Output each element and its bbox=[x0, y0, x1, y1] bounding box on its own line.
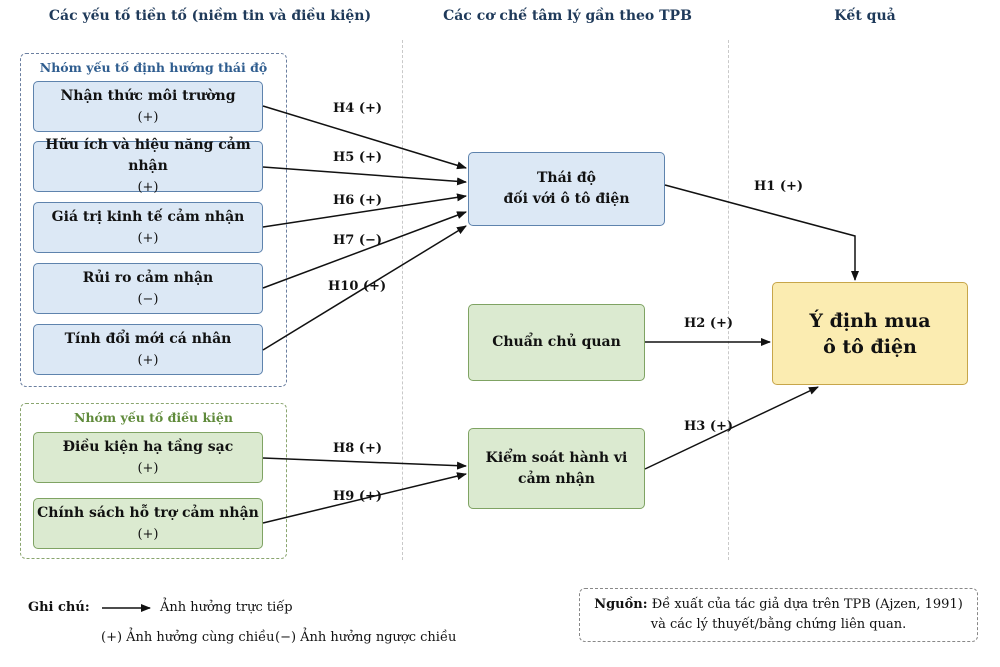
factor-sign: (+) bbox=[137, 230, 159, 246]
mechanism-perceived-behavioral-control: Kiểm soát hành vi cảm nhận bbox=[468, 428, 645, 509]
group-condition-factors: Nhóm yếu tố điều kiện bbox=[20, 403, 287, 559]
factor-perceived-policy-support: Chính sách hỗ trợ cảm nhận (+) bbox=[33, 498, 263, 549]
mechanism-label: Chuẩn chủ quan bbox=[492, 334, 621, 350]
column-separator bbox=[402, 40, 403, 560]
arrow-h10 bbox=[262, 225, 467, 351]
factor-sign: (+) bbox=[137, 526, 159, 542]
legend-title: Ghi chú: bbox=[28, 600, 90, 615]
factor-environment-awareness: Nhận thức môi trường (+) bbox=[33, 81, 263, 132]
source-label: Nguồn: bbox=[594, 597, 648, 612]
factor-label: Tính đổi mới cá nhân bbox=[64, 330, 232, 347]
arrow-h5 bbox=[262, 166, 467, 186]
arrow-h9 bbox=[262, 472, 467, 524]
factor-label: Hữu ích và hiệu năng cảm nhận bbox=[45, 137, 251, 174]
arrow-h3 bbox=[644, 386, 819, 470]
arrow-h6 bbox=[262, 193, 467, 228]
factor-perceived-usefulness: Hữu ích và hiệu năng cảm nhận (+) bbox=[33, 137, 263, 195]
mechanism-label-line2: đối với ô tô điện bbox=[503, 191, 630, 207]
factor-personal-innovativeness: Tính đổi mới cá nhân (+) bbox=[33, 324, 263, 375]
factor-sign: (−) bbox=[137, 291, 159, 307]
factor-charging-infrastructure: Điều kiện hạ tầng sạc (+) bbox=[33, 432, 263, 483]
hypothesis-label-h10: H10 (+) bbox=[328, 279, 387, 294]
outcome-purchase-intention: Ý định mua ô tô điện bbox=[772, 282, 968, 385]
factor-sign: (+) bbox=[137, 352, 159, 368]
factor-label: Rủi ro cảm nhận bbox=[82, 269, 214, 286]
group-title-attitude: Nhóm yếu tố định hướng thái độ bbox=[39, 60, 268, 75]
legend-positive-effect: (+) Ảnh hưởng cùng chiều bbox=[101, 630, 275, 645]
source-line1: Nguồn: Đề xuất của tác giả dựa trên TPB … bbox=[580, 595, 977, 615]
legend-negative-effect: (−) Ảnh hưởng ngược chiều bbox=[275, 630, 457, 645]
arrow-h7 bbox=[262, 211, 467, 289]
factor-perceived-risk: Rủi ro cảm nhận (−) bbox=[33, 263, 263, 314]
column-header-outcome: Kết quả bbox=[834, 8, 896, 24]
hypothesis-label-h8: H8 (+) bbox=[333, 441, 383, 456]
source-note: Nguồn: Đề xuất của tác giả dựa trên TPB … bbox=[579, 588, 978, 642]
hypothesis-label-h2: H2 (+) bbox=[684, 316, 734, 331]
factor-label: Nhận thức môi trường bbox=[60, 87, 236, 104]
hypothesis-label-h7: H7 (−) bbox=[333, 233, 383, 248]
factor-perceived-economic-value: Giá trị kinh tế cảm nhận (+) bbox=[33, 202, 263, 253]
arrow-h1 bbox=[664, 184, 859, 281]
outcome-label-line2: ô tô điện bbox=[823, 335, 917, 358]
factor-sign: (+) bbox=[137, 109, 159, 125]
factor-sign: (+) bbox=[137, 460, 159, 476]
mechanism-label-line1: Kiểm soát hành vi bbox=[485, 449, 628, 466]
source-text-line1: Đề xuất của tác giả dựa trên TPB (Ajzen,… bbox=[651, 597, 963, 612]
arrow-h8 bbox=[262, 457, 467, 470]
outcome-label-line1: Ý định mua bbox=[809, 309, 931, 332]
hypothesis-label-h1: H1 (+) bbox=[754, 179, 804, 194]
group-title-conditions: Nhóm yếu tố điều kiện bbox=[74, 410, 233, 425]
column-header-mechanisms: Các cơ chế tâm lý gần theo TPB bbox=[443, 8, 692, 24]
hypothesis-label-h9: H9 (+) bbox=[333, 489, 383, 504]
arrow-h4 bbox=[262, 105, 467, 170]
column-separator bbox=[728, 40, 729, 560]
source-text-line2: và các lý thuyết/bằng chứng liên quan. bbox=[650, 617, 907, 632]
hypothesis-label-h3: H3 (+) bbox=[684, 419, 734, 434]
group-attitude-factors: Nhóm yếu tố định hướng thái độ bbox=[20, 53, 287, 387]
hypothesis-label-h5: H5 (+) bbox=[333, 150, 383, 165]
hypothesis-label-h4: H4 (+) bbox=[333, 101, 383, 116]
factor-label: Điều kiện hạ tầng sạc bbox=[62, 438, 234, 455]
factor-sign: (+) bbox=[137, 180, 159, 195]
mechanism-label-line1: Thái độ bbox=[537, 170, 596, 186]
mechanism-subjective-norm: Chuẩn chủ quan bbox=[468, 304, 645, 381]
factor-label: Chính sách hỗ trợ cảm nhận bbox=[37, 504, 259, 521]
column-header-antecedents: Các yếu tố tiền tố (niềm tin và điều kiệ… bbox=[48, 8, 372, 24]
hypothesis-label-h6: H6 (+) bbox=[333, 193, 383, 208]
factor-label: Giá trị kinh tế cảm nhận bbox=[51, 208, 245, 225]
mechanism-attitude: Thái độ đối với ô tô điện bbox=[468, 152, 665, 226]
legend-direct-effect: Ảnh hưởng trực tiếp bbox=[160, 600, 293, 615]
mechanism-label-line2: cảm nhận bbox=[518, 470, 595, 487]
